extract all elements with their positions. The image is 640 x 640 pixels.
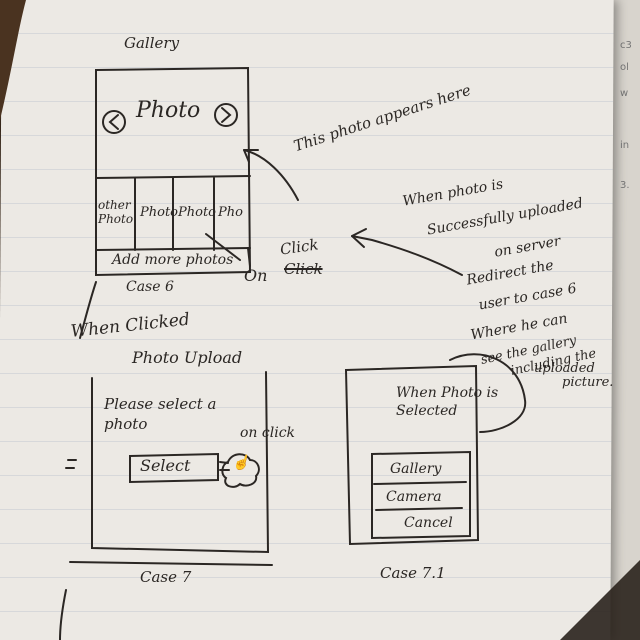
case71-label: Case 7.1 bbox=[380, 564, 446, 582]
menu-camera[interactable]: Camera bbox=[386, 489, 442, 505]
thumbnail-label: Photo bbox=[178, 205, 216, 220]
case71-when-selected: When Photo is Selected bbox=[396, 385, 499, 420]
case6-label: Case 6 bbox=[126, 279, 174, 295]
case7-prompt: Please select a photo bbox=[104, 395, 217, 434]
case6-thumbnail-2: Photo bbox=[140, 206, 178, 219]
thumbnail-label: Pho bbox=[218, 205, 243, 220]
case7-on-click: on click bbox=[240, 425, 296, 441]
case6-thumbnail-3: Photo bbox=[178, 206, 216, 219]
menu-cancel[interactable]: Cancel bbox=[404, 515, 453, 531]
case7-heading: Photo Upload bbox=[132, 348, 243, 367]
add-more-photos-button[interactable]: Add more photos bbox=[112, 252, 234, 268]
case7-label: Case 7 bbox=[140, 568, 192, 586]
note-line: uploaded bbox=[534, 361, 595, 376]
menu-gallery[interactable]: Gallery bbox=[390, 461, 442, 477]
case6-thumbnail-4: Pho bbox=[218, 206, 243, 219]
note-line: picture. bbox=[562, 375, 614, 390]
note-click-struck: Click bbox=[284, 260, 323, 278]
thumbnail-label: Photo bbox=[140, 205, 178, 220]
case6-photo-label: Photo bbox=[136, 98, 201, 123]
thumbnail-label: other Photo bbox=[98, 198, 134, 227]
case6-thumbnail-1: other Photo bbox=[98, 198, 136, 227]
hand-cursor-icon: ☝ bbox=[232, 455, 250, 471]
select-button[interactable]: Select bbox=[140, 456, 191, 475]
note-on: On bbox=[244, 266, 268, 285]
case6-gallery-title: Gallery bbox=[124, 34, 180, 52]
